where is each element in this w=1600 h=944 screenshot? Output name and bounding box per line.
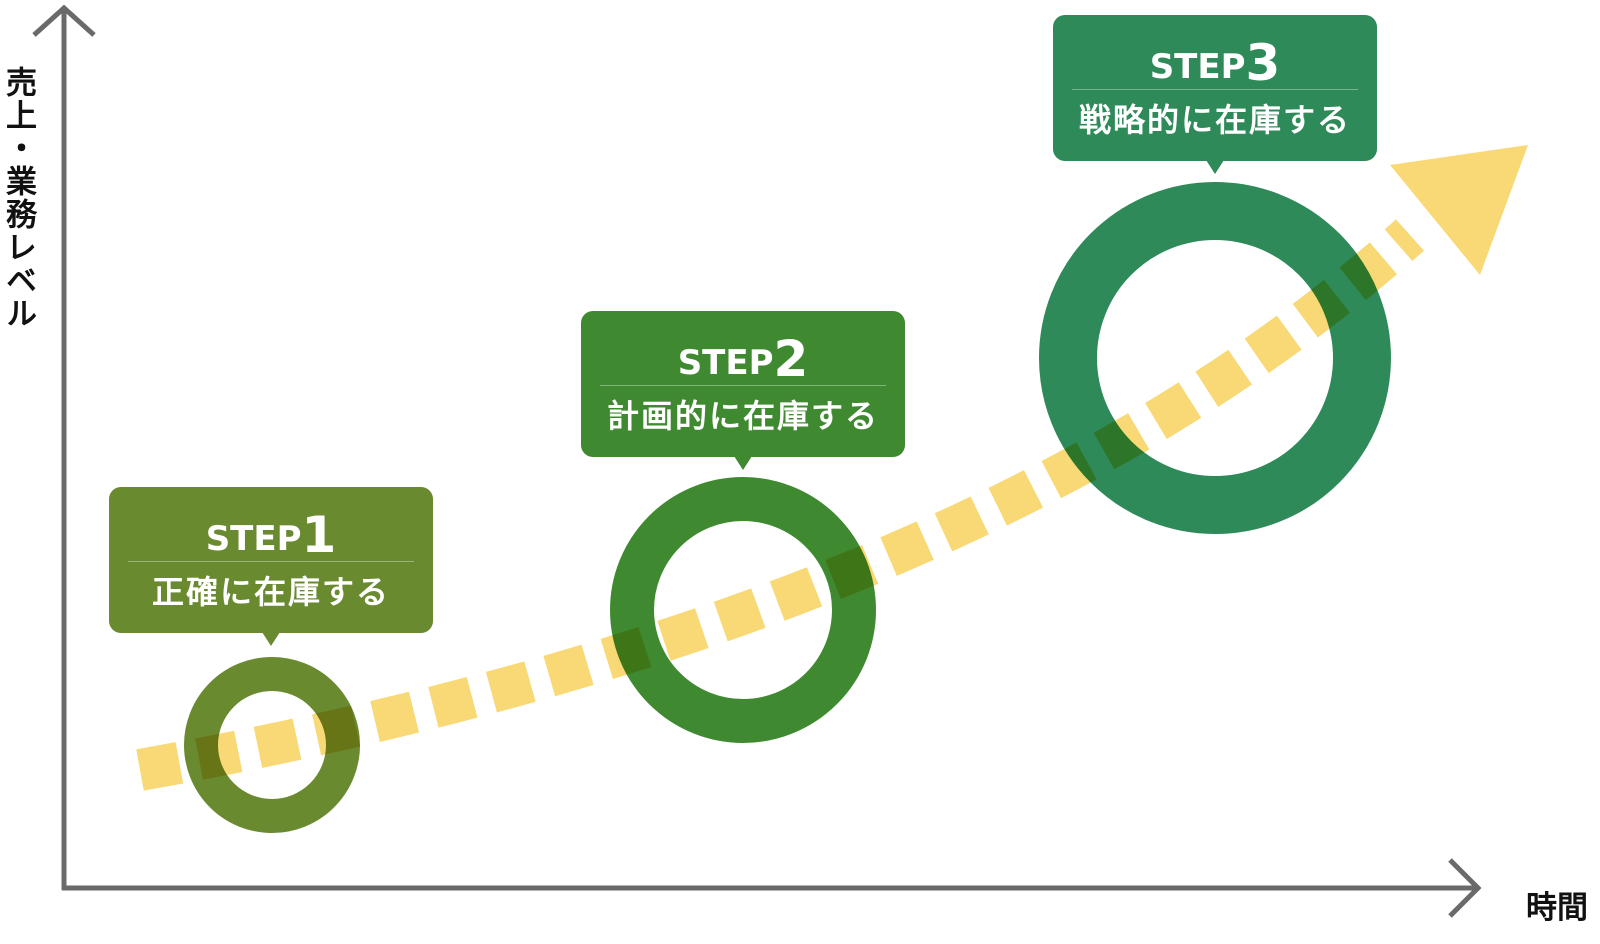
step3-divider (1072, 89, 1358, 90)
step2-description: 計画的に在庫する (606, 397, 879, 435)
step1-word: STEP (205, 519, 302, 559)
axes (32, 4, 1482, 918)
step2-ring (610, 477, 876, 743)
step2-pointer (734, 456, 752, 470)
step1-callout: STEP1 正確に在庫する (109, 487, 433, 646)
step3-callout: STEP3 戦略的に在庫する (1053, 15, 1377, 174)
growth-arrow (136, 145, 1528, 791)
step3-ring (1039, 182, 1391, 534)
step1-number: 1 (301, 506, 337, 564)
x-axis-arrowhead (1448, 858, 1482, 918)
step3-word: STEP (1149, 47, 1246, 87)
step1-heading: STEP1 (109, 510, 433, 560)
step1-pointer (262, 632, 280, 646)
step3-heading: STEP3 (1053, 38, 1377, 88)
step2-callout: STEP2 計画的に在庫する (581, 311, 905, 470)
step3-description: 戦略的に在庫する (1078, 101, 1351, 139)
step2-divider (600, 385, 886, 386)
step2-heading: STEP2 (581, 334, 905, 384)
y-axis-arrowhead (32, 4, 96, 37)
growth-arrow-dashes (136, 219, 1425, 791)
step3-number: 3 (1245, 34, 1281, 92)
step3-pointer (1206, 160, 1224, 174)
step1-divider (128, 561, 414, 562)
growth-arrowhead (1390, 145, 1528, 275)
x-axis-label: 時間 (1526, 890, 1588, 926)
step1-description: 正確に在庫する (151, 573, 390, 611)
step2-word: STEP (677, 343, 774, 383)
y-axis-label: 売上・業務レベル (0, 66, 36, 330)
step2-number: 2 (773, 330, 809, 388)
